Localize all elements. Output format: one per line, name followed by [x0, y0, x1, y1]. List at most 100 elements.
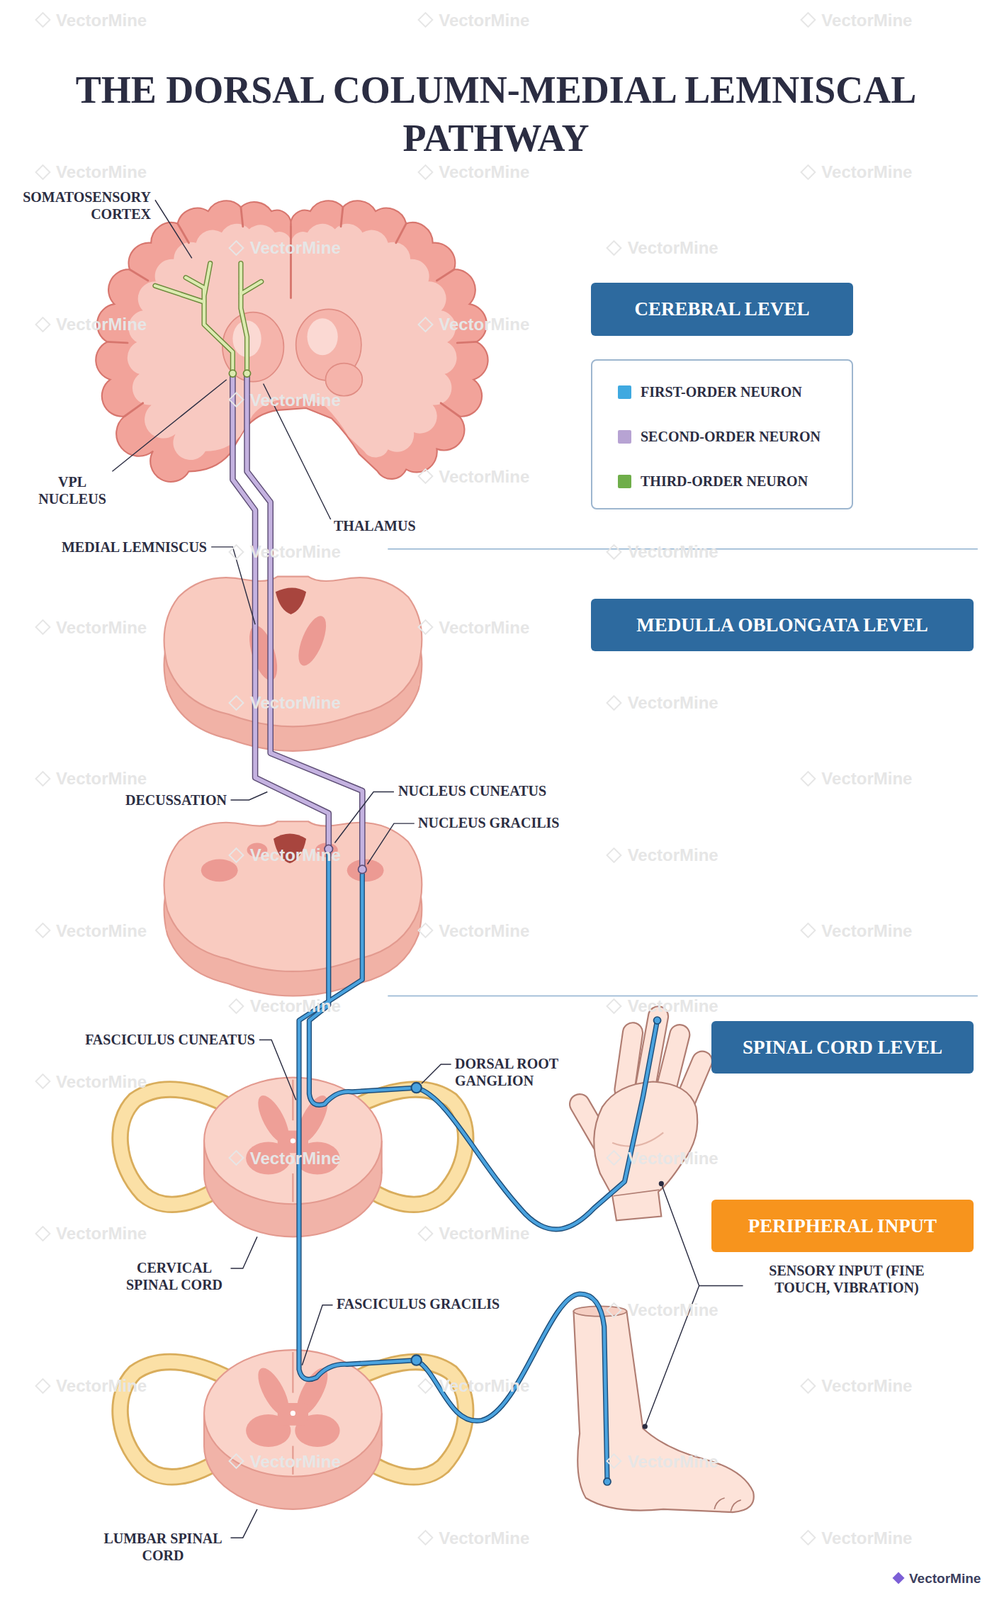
third-order-neuron — [155, 263, 262, 375]
watermark: VectorMine — [230, 996, 341, 1017]
part-label: NUCLEUS GRACILIS — [418, 814, 560, 832]
watermark: VectorMine — [230, 845, 341, 866]
leader-line — [367, 823, 415, 865]
medulla-slice — [164, 576, 423, 727]
medulla-slice — [164, 821, 423, 996]
legend-swatch — [617, 430, 632, 444]
level-label: MEDULLA OBLONGATA LEVEL — [636, 613, 929, 637]
synapse-terminal — [603, 1478, 611, 1486]
legend-swatch — [617, 474, 632, 489]
part-label: LUMBAR SPINAL CORD — [97, 1529, 229, 1564]
legend-box: FIRST-ORDER NEURON SECOND-ORDER NEURON THI… — [590, 359, 854, 510]
brain-section — [95, 200, 488, 482]
watermark: VectorMine — [802, 162, 912, 183]
watermark: VectorMine — [36, 921, 147, 941]
watermark: VectorMine — [419, 314, 530, 335]
foot — [573, 1310, 754, 1513]
part-label: SENSORY INPUT (FINE TOUCH, VIBRATION) — [754, 1261, 939, 1296]
watermark: VectorMine — [230, 390, 341, 411]
watermark: VectorMine — [608, 692, 719, 713]
watermark: VectorMine — [419, 1376, 530, 1396]
part-label: DORSAL ROOT GANGLION — [454, 1055, 579, 1090]
legend-swatch — [617, 385, 632, 399]
sulcus — [106, 206, 477, 416]
synapse-terminal — [410, 1354, 421, 1365]
legend-row: FIRST-ORDER NEURON — [617, 383, 838, 401]
leader-line — [111, 199, 451, 1538]
watermark: VectorMine — [608, 996, 719, 1017]
watermark: VectorMine — [608, 542, 719, 562]
bracket — [658, 1181, 664, 1187]
watermark: VectorMine — [802, 1528, 912, 1549]
lumbar-cord-section — [120, 1349, 467, 1510]
third-order-neuron — [155, 263, 262, 375]
level-label: CEREBRAL LEVEL — [634, 297, 810, 321]
first-order-neuron — [299, 853, 658, 1482]
hand — [624, 1032, 633, 1090]
level-divider — [387, 995, 978, 997]
watermark: VectorMine — [608, 845, 719, 866]
part-label: DECUSSATION — [125, 791, 227, 809]
medulla-slice — [275, 587, 307, 614]
medulla-slice — [164, 821, 423, 972]
synapse-terminal — [228, 369, 236, 377]
part-label: SOMATOSENSORY CORTEX — [9, 188, 151, 223]
leader-line — [421, 1064, 452, 1084]
hand — [666, 1034, 681, 1088]
watermark: VectorMine — [36, 314, 147, 335]
synapse-terminal — [654, 1016, 662, 1024]
thalamus — [222, 312, 284, 382]
legend-label: THIRD-ORDER NEURON — [640, 472, 808, 490]
third-order-neuron — [155, 263, 262, 375]
legend-label: SECOND-ORDER NEURON — [640, 427, 821, 445]
watermark: VectorMine — [802, 921, 912, 941]
hand — [613, 1189, 660, 1197]
watermark: VectorMine — [230, 1451, 341, 1472]
watermark: VectorMine — [36, 162, 147, 183]
watermark: VectorMine — [802, 1376, 912, 1396]
watermark: VectorMine — [419, 921, 530, 941]
sulcus — [289, 226, 292, 299]
synapse-terminal — [228, 369, 661, 1486]
first-order-neuron — [299, 873, 608, 1482]
part-label: FASCICULUS GRACILIS — [336, 1295, 500, 1313]
medulla-slice — [201, 859, 239, 883]
leader-line — [230, 791, 268, 800]
part-label: NUCLEUS CUNEATUS — [398, 782, 547, 800]
part-label: THALAMUS — [333, 517, 416, 535]
hand — [612, 1132, 664, 1146]
watermark: VectorMine — [230, 542, 341, 562]
level-box: PERIPHERAL INPUT — [711, 1199, 974, 1253]
watermark: VectorMine — [36, 1376, 147, 1396]
watermark: VectorMine — [802, 10, 912, 31]
first-order-neuron — [299, 873, 608, 1482]
watermark: VectorMine — [419, 162, 530, 183]
watermark: VectorMine — [608, 1148, 719, 1169]
watermark: VectorMine — [230, 238, 341, 258]
title: THE DORSAL COLUMN-MEDIAL LEMNISCAL PATHW… — [35, 65, 957, 163]
watermark: VectorMine — [230, 692, 341, 713]
part-label: MEDIAL LEMNISCUS — [61, 538, 207, 556]
synapse-terminal — [243, 369, 251, 377]
hand — [624, 1032, 633, 1090]
watermark: VectorMine — [419, 617, 530, 638]
part-label: VPL NUCLEUS — [33, 473, 112, 508]
level-box: SPINAL CORD LEVEL — [711, 1021, 974, 1074]
leader-line — [334, 791, 394, 843]
legend-row: SECOND-ORDER NEURON — [617, 427, 838, 445]
watermark: VectorMine — [36, 1223, 147, 1244]
thalamus — [307, 318, 338, 355]
leader-line — [111, 379, 227, 472]
leader-line — [155, 199, 193, 258]
watermark: VectorMine — [36, 617, 147, 638]
watermark: VectorMine — [419, 466, 530, 487]
leader-line — [230, 1236, 258, 1269]
legend-label: FIRST-ORDER NEURON — [640, 383, 803, 401]
brain-section — [127, 223, 458, 460]
synapse-terminal — [410, 1082, 421, 1093]
medulla-slice — [292, 612, 332, 669]
level-label: PERIPHERAL INPUT — [748, 1214, 937, 1238]
synapse-terminal — [358, 865, 368, 874]
leader-line — [211, 547, 256, 625]
